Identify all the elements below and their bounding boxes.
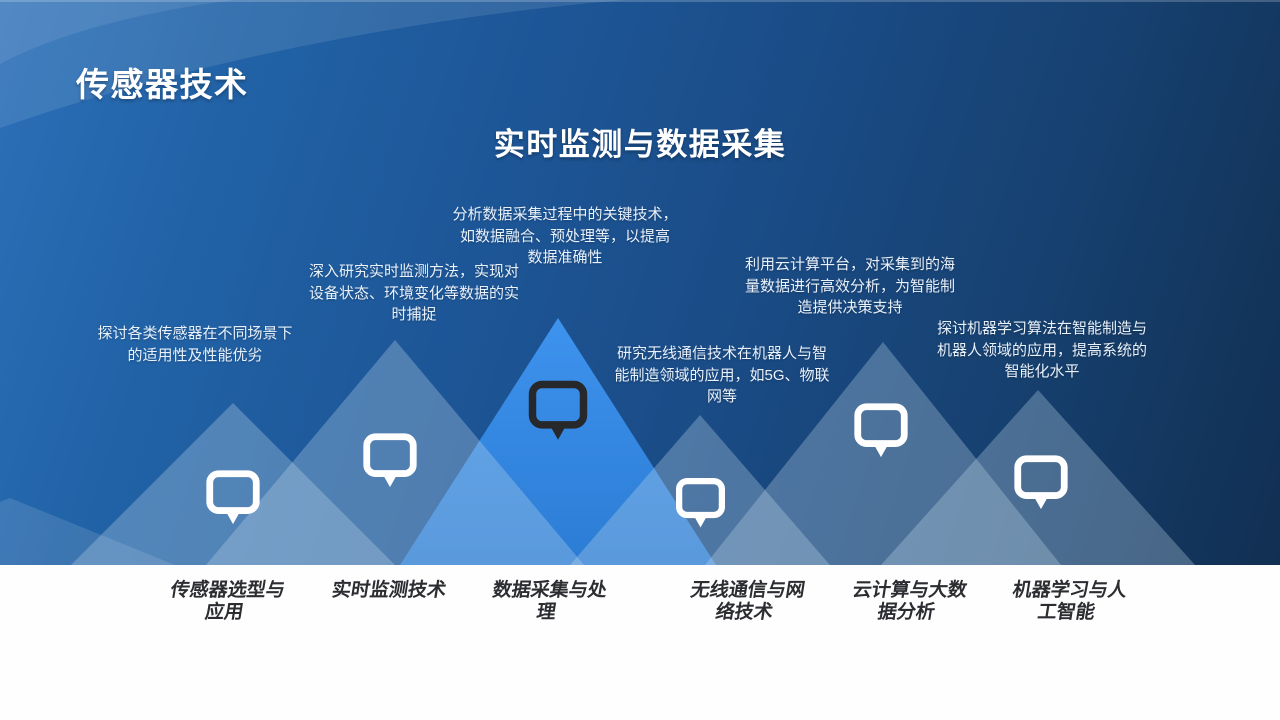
speech-bubble-icon-1 (206, 470, 260, 525)
speech-bubble-icon-3 (528, 380, 588, 440)
peak-description-3: 分析数据采集过程中的关键技术， 如数据融合、预处理等，以提高 数据准确性 (452, 206, 678, 267)
mountain-peak-6 (881, 390, 1195, 565)
speech-bubble-icon-4 (676, 478, 725, 528)
wave-decoration (0, 0, 1280, 128)
mountain-peak-4 (570, 415, 830, 565)
mountain-range-graphic (0, 318, 1195, 565)
subtitle: 实时监测与数据采集 (493, 127, 787, 162)
mountain-peak-3-highlight (400, 318, 716, 565)
peak-description-6: 探讨机器学习算法在智能制造与 机器人领域的应用，提高系统的 智能化水平 (936, 320, 1147, 381)
footer-band: 传感器选型与 应用 实时监测技术 数据采集与处 理 无线通信与网 络技术 云计算… (0, 565, 1280, 720)
mountain-ghost-left (0, 498, 175, 565)
peak-description-4: 研究无线通信技术在机器人与智 能制造领域的应用，如5G、物联 网等 (614, 345, 830, 406)
mountain-peak-1 (71, 403, 395, 565)
speech-bubble-icon-5 (854, 403, 908, 458)
slide-title: 传感器技术 (76, 66, 249, 103)
peak-description-2: 深入研究实时监测方法，实现对 设备状态、环境变化等数据的实 时捕捉 (308, 263, 519, 324)
hero-panel: 传感器技术 实时监测与数据采集 (0, 0, 1280, 565)
peak-description-5: 利用云计算平台，对采集到的海 量数据进行高效分析，为智能制 造提供决策支持 (744, 256, 955, 317)
peak-label-3: 数据采集与处 理 (491, 580, 609, 623)
mountain-peak-2 (206, 340, 584, 565)
speech-bubble-icon-2 (363, 433, 417, 488)
peak-description-1: 探讨各类传感器在不同场景下 的适用性及性能优劣 (97, 325, 293, 364)
speech-bubble-icon-6 (1014, 455, 1068, 510)
peak-label-6: 机器学习与人 工智能 (1011, 580, 1129, 623)
